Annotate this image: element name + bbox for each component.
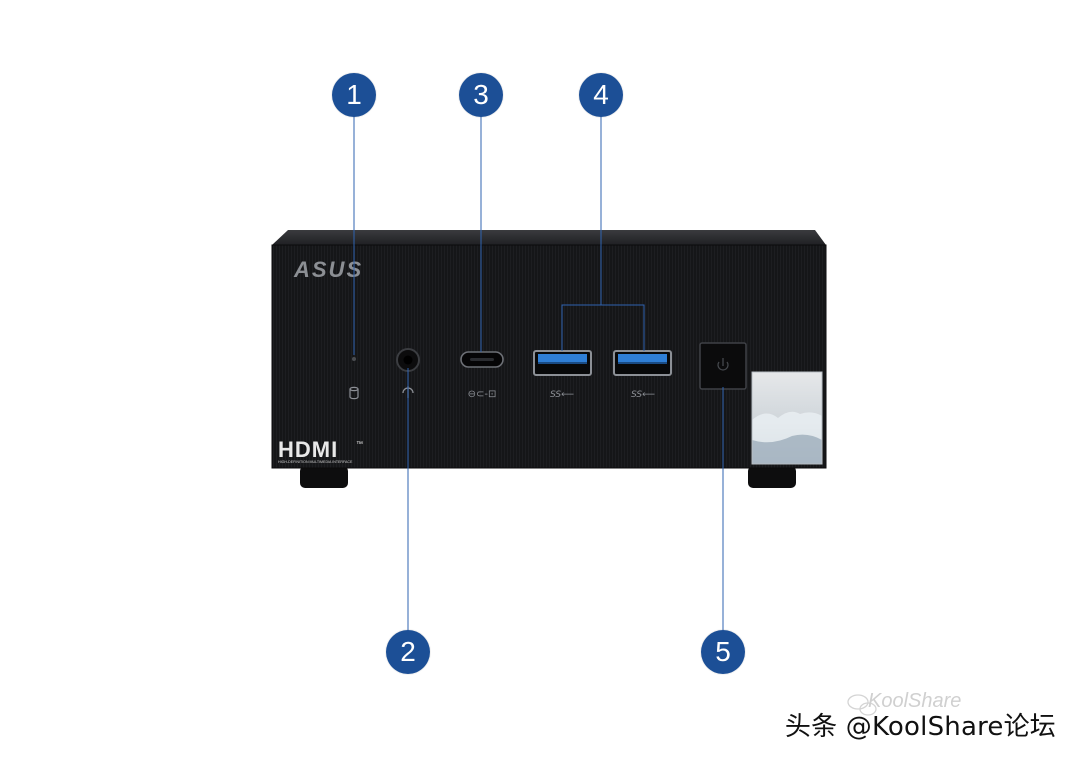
callout-3: 3 — [459, 73, 503, 117]
wechat-icon — [847, 694, 877, 716]
callout-1: 1 — [332, 73, 376, 117]
leader-lines — [353, 112, 724, 632]
left-foot — [300, 466, 348, 488]
hdd-icon — [349, 386, 359, 400]
usb-a-port-left[interactable] — [533, 350, 592, 376]
hdmi-logo: HDMI — [278, 437, 338, 462]
asus-logo: ASUS — [293, 257, 363, 282]
usb-a-right-label: SS⟵ — [631, 390, 655, 400]
callout-4: 4 — [579, 73, 623, 117]
hdmi-trademark: ™ — [356, 441, 363, 448]
device-top-face — [272, 230, 826, 245]
callout-5: 5 — [701, 630, 745, 674]
watermark-ghost: KoolShare — [868, 690, 962, 712]
usb-c-label: ⊖⊂-⊡ — [468, 389, 497, 400]
watermark-text: 头条 @KoolShare论坛 — [784, 712, 1056, 742]
hdmi-tagline: HIGH-DEFINITION MULTIMEDIA INTERFACE — [278, 460, 353, 464]
callout-2: 2 — [386, 630, 430, 674]
power-icon — [717, 358, 729, 371]
usb-a-left-label: SS⟵ — [550, 390, 574, 400]
usb-a-port-right[interactable] — [613, 350, 672, 376]
drive-activity-led — [352, 357, 356, 361]
right-foot — [748, 466, 796, 488]
